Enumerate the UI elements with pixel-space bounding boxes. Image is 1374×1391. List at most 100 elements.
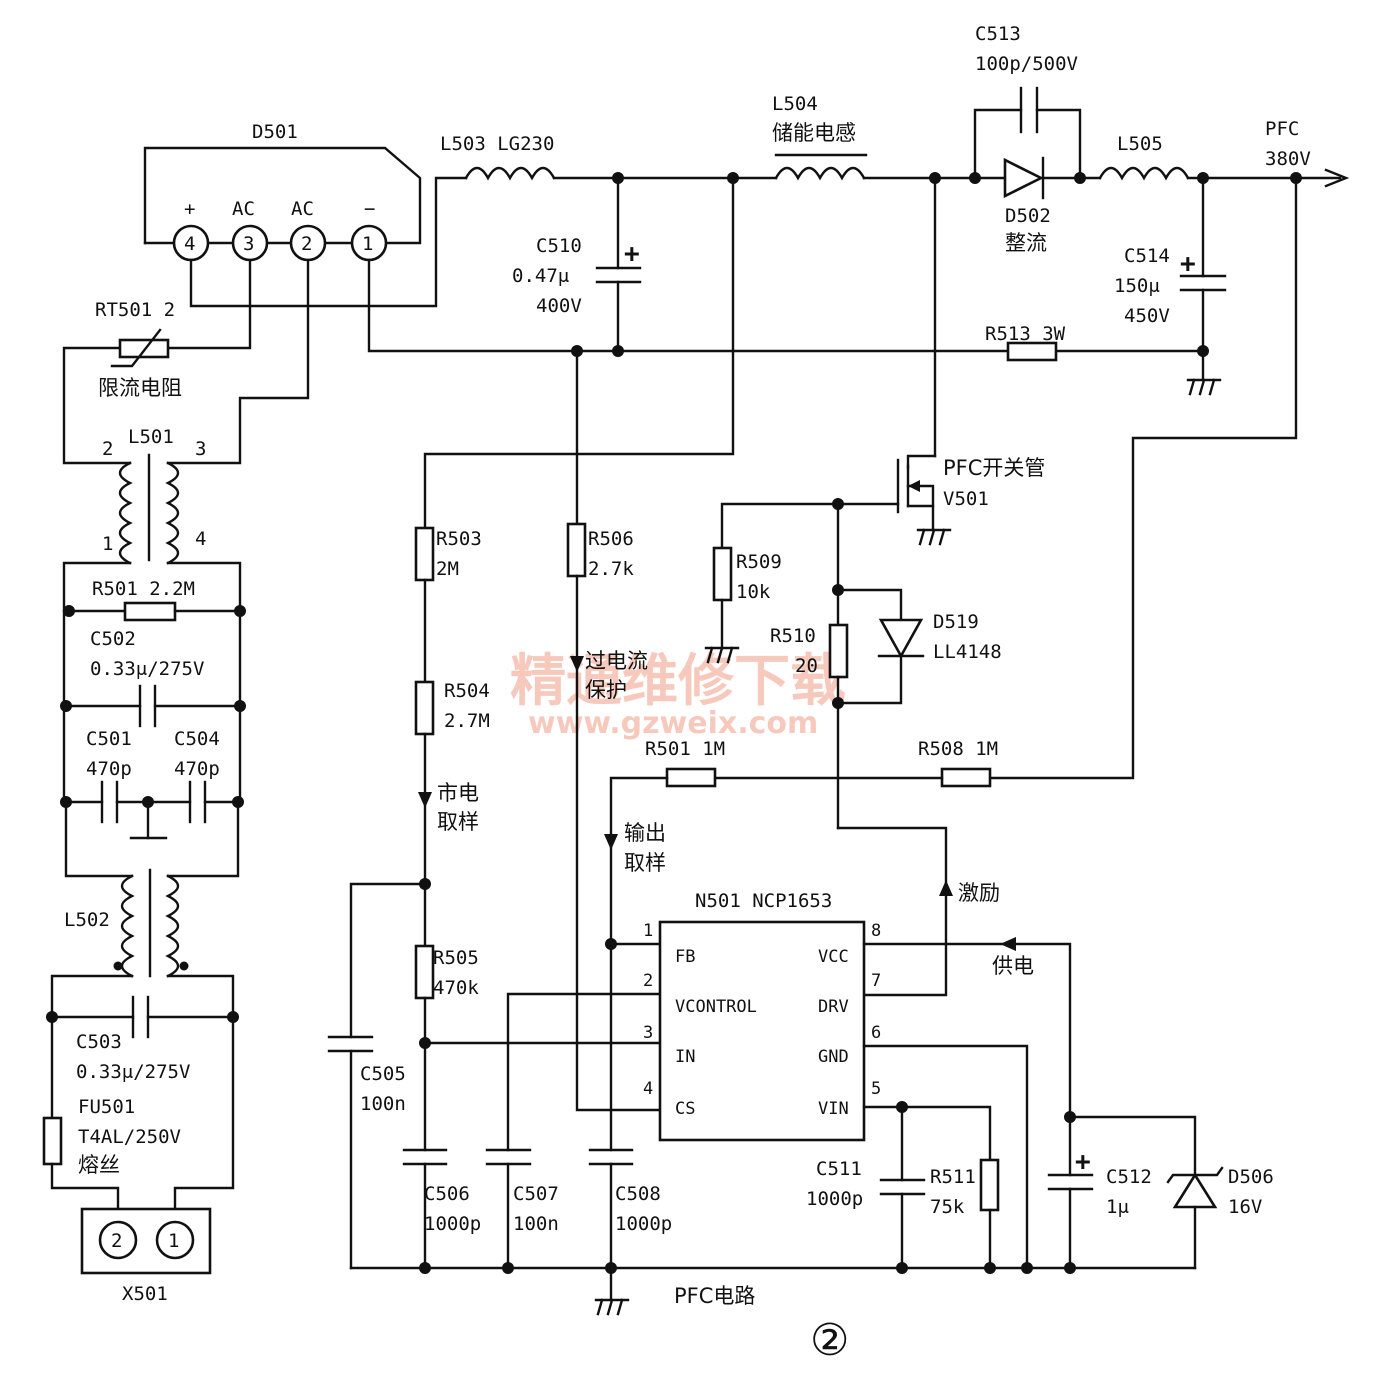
- mains-sampling-label: 市电: [437, 781, 479, 805]
- d506-value: 16V: [1228, 1196, 1262, 1218]
- r513-label: R513 3W: [985, 323, 1066, 345]
- plus-icon: +: [1075, 1147, 1091, 1177]
- c501-label: C501: [86, 728, 132, 750]
- ic-pin-number: 6: [871, 1023, 881, 1043]
- diode-d519: [878, 618, 924, 659]
- r503-label: R503: [436, 528, 482, 550]
- figure-number: ②: [810, 1315, 849, 1366]
- ic-pin-name: CS: [675, 1099, 695, 1119]
- connector-x501: 2 1 X501: [80, 1207, 212, 1305]
- c504-value: 470p: [174, 758, 220, 780]
- c505-value: 100n: [360, 1093, 406, 1115]
- drive-label: 激励: [958, 881, 1000, 905]
- r501a-label: R501 2.2M: [92, 578, 195, 600]
- ic-pin-name: VIN: [818, 1099, 849, 1119]
- inductor-l505: L505: [1098, 133, 1190, 181]
- arrow-down-icon: [570, 656, 584, 672]
- thermistor-rt501: RT501 2 限流电阻: [95, 299, 182, 400]
- resistor-r501b: [665, 767, 717, 788]
- l501-pin: 1: [102, 533, 113, 555]
- overcurrent-protect-label: 保护: [585, 678, 627, 702]
- overcurrent-label: 过电流: [585, 649, 648, 673]
- c510-value: 0.47μ: [512, 265, 569, 287]
- c511-label: C511: [816, 1158, 862, 1180]
- c512-value: 1μ: [1106, 1196, 1129, 1218]
- ic-pin-name: VCC: [818, 947, 849, 967]
- resistor-r503: [414, 526, 435, 582]
- ground-icon: [594, 1298, 630, 1316]
- d502-desc: 整流: [1005, 231, 1047, 255]
- connector-pin: 2: [111, 1230, 122, 1252]
- resistor-r505: [414, 944, 435, 1000]
- d519-label: D519: [933, 611, 979, 633]
- connector-pin: 1: [168, 1230, 179, 1252]
- c504-label: C504: [174, 728, 220, 750]
- l501-label: L501: [128, 426, 174, 448]
- inductor-l504: L504 储能电感: [772, 93, 868, 181]
- l505-label: L505: [1117, 133, 1163, 155]
- arrow-left-icon: [1000, 937, 1016, 951]
- ic-pin-number: 2: [643, 971, 653, 991]
- r508-label: R508 1M: [918, 738, 998, 760]
- ic-pin-number: 1: [643, 921, 653, 941]
- l501-pin: 3: [195, 438, 206, 460]
- transformer-l501: L501 2 3 1 4: [102, 426, 206, 565]
- arrow-down-icon: [604, 834, 618, 850]
- r510-value: 20: [795, 655, 818, 677]
- connector-label: X501: [122, 1283, 168, 1305]
- c514-voltage: 450V: [1124, 305, 1170, 327]
- ground-icon: [1186, 378, 1222, 396]
- r509-value: 10k: [736, 581, 771, 603]
- r501b-label: R501 1M: [645, 738, 725, 760]
- resistor-r511: [979, 1158, 1000, 1212]
- c507-value: 100n: [513, 1213, 559, 1235]
- c510-voltage: 400V: [536, 295, 582, 317]
- ic-pin-number: 3: [643, 1023, 653, 1043]
- bridge-pin-num: 2: [301, 233, 312, 255]
- bridge-pin-num: 4: [184, 233, 195, 255]
- r510-label: R510: [770, 625, 816, 647]
- d502-label: D502: [1005, 205, 1051, 227]
- r511-value: 75k: [930, 1196, 965, 1218]
- output-sampling-label2: 取样: [624, 851, 666, 875]
- c512-label: C512: [1106, 1166, 1152, 1188]
- mains-sampling-label2: 取样: [437, 810, 479, 834]
- ic-pin-number: 7: [871, 971, 881, 991]
- r505-value: 470k: [433, 977, 479, 999]
- c507-label: C507: [513, 1183, 559, 1205]
- resistor-r509: [712, 546, 733, 602]
- d519-value: LL4148: [933, 641, 1002, 663]
- fuse-value: T4AL/250V: [78, 1126, 181, 1148]
- pfc-output-label: PFC: [1265, 118, 1299, 140]
- output-sampling-label: 输出: [624, 821, 666, 845]
- l501-pin: 2: [102, 438, 113, 460]
- c502-value: 0.33μ/275V: [90, 658, 204, 680]
- r504-value: 2.7M: [444, 710, 490, 732]
- r506-label: R506: [588, 528, 634, 550]
- c510-label: C510: [536, 235, 582, 257]
- rt501-label: RT501 2: [95, 299, 175, 321]
- plus-icon: +: [1180, 249, 1196, 279]
- ic-pin-name: GND: [818, 1047, 849, 1067]
- l504-label: L504: [772, 93, 818, 115]
- l503-label: L503 LG230: [440, 133, 554, 155]
- watermark-url: www.gzweix.com: [528, 706, 818, 741]
- c514-value: 150μ: [1114, 275, 1160, 297]
- diode-d502: D502 整流: [1003, 156, 1051, 255]
- r505-label: R505: [433, 947, 479, 969]
- ic-pin-name: DRV: [818, 997, 849, 1017]
- ic-pin-number: 4: [643, 1079, 653, 1099]
- mosfet-label: PFC开关管: [943, 456, 1045, 480]
- bridge-ref: D501: [252, 121, 298, 143]
- c513-value: 100p/500V: [975, 53, 1078, 75]
- c502-label: C502: [90, 628, 136, 650]
- bridge-pin-sign: AC: [232, 198, 255, 220]
- plus-icon: +: [624, 239, 640, 269]
- watermark-text: 精通维修下载: [510, 649, 846, 714]
- ground-icon: [704, 646, 740, 664]
- c514-label: C514: [1124, 245, 1170, 267]
- zener-diode-d506: [1172, 1172, 1218, 1209]
- c505-label: C505: [360, 1063, 406, 1085]
- c503-label: C503: [76, 1031, 122, 1053]
- r509-label: R509: [736, 551, 782, 573]
